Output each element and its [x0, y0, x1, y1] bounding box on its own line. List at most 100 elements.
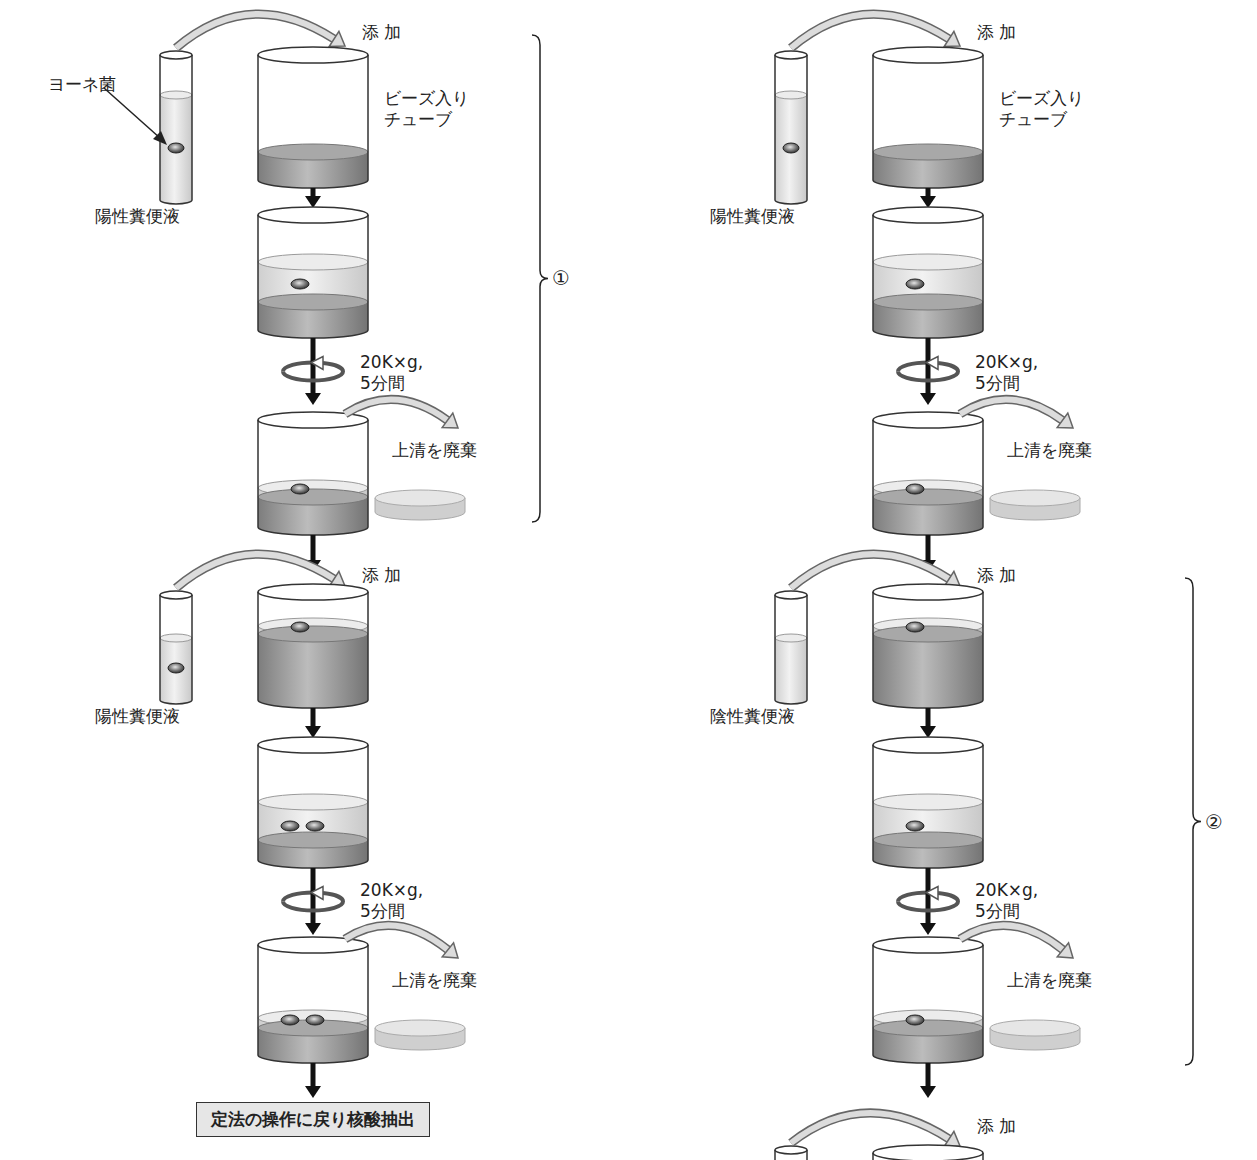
spin-ring-back — [898, 362, 930, 371]
liquid — [775, 638, 807, 704]
step-arrow-head — [920, 196, 936, 208]
beads-surface — [873, 1020, 983, 1036]
box-text: 定法の操作に戻り核酸抽出 — [211, 1109, 415, 1129]
flow-arrow-head — [1057, 943, 1073, 958]
beads-surface — [258, 144, 368, 160]
flow-arrow — [791, 554, 949, 588]
tube-rim — [160, 51, 192, 59]
flow-arrow-head — [442, 413, 458, 428]
step-label: 20K×g, 5分間 — [975, 352, 1047, 395]
step-arrow-head — [920, 1086, 936, 1098]
flow-arrow-head — [944, 31, 960, 46]
beads-surface — [873, 294, 983, 310]
step-label: 上清を廃棄 — [392, 440, 477, 461]
step-label: ヨーネ菌 — [48, 74, 116, 95]
flow-arrow — [960, 399, 1063, 420]
tube-mouth — [160, 51, 192, 59]
step-arrow-head — [305, 196, 321, 208]
spin-ring-head — [926, 887, 938, 900]
beads-surface — [873, 626, 983, 642]
tube-rim — [258, 737, 368, 753]
flow-arrow-outline — [345, 399, 448, 420]
flow-arrow-outline — [345, 925, 448, 950]
liquid-surface — [258, 254, 368, 270]
step-arrow — [311, 338, 316, 395]
tube-outline — [258, 55, 368, 188]
beads-surface — [258, 294, 368, 310]
process-box: 定法の操作に戻り核酸抽出 — [196, 1102, 430, 1137]
liquid-surface — [775, 91, 807, 99]
step-arrow — [926, 338, 931, 395]
liquid — [160, 638, 192, 704]
beads-surface — [258, 832, 368, 848]
liquid — [873, 262, 983, 338]
tube-mouth — [258, 47, 368, 63]
flow-arrow — [791, 14, 949, 48]
step-arrow — [311, 868, 316, 925]
bacterium — [306, 821, 324, 831]
spin-ring — [283, 893, 343, 911]
tube-mouth — [873, 584, 983, 600]
step-label: ビーズ入り チューブ — [384, 88, 480, 131]
step-label: 添 加 — [362, 22, 401, 43]
bacterium — [281, 821, 299, 831]
tube-outline — [873, 215, 983, 338]
tube-outline — [775, 55, 807, 204]
liquid-surface — [775, 634, 807, 642]
group-bracket — [532, 35, 548, 522]
tube-rim — [775, 51, 807, 59]
liquid — [258, 802, 368, 868]
tube-mouth — [873, 47, 983, 63]
spin-ring — [898, 893, 958, 911]
bacterium — [906, 1015, 924, 1025]
tube-rim — [873, 1145, 983, 1160]
liquid — [160, 95, 192, 204]
dish-top — [990, 1020, 1080, 1036]
liquid-surface — [160, 634, 192, 642]
tube-rim — [873, 207, 983, 223]
step-label: 20K×g, 5分間 — [975, 880, 1047, 923]
tube-rim — [775, 1146, 807, 1154]
flow-arrow-outline — [791, 554, 949, 588]
flow-arrow-head — [329, 31, 345, 46]
step-arrow-head — [305, 726, 321, 738]
step-arrow-head — [920, 726, 936, 738]
step-label: 陽性糞便液 — [710, 206, 795, 227]
bacterium — [306, 1015, 324, 1025]
bacterium — [783, 143, 799, 153]
spin-ring-head — [311, 887, 323, 900]
step-label: 添 加 — [977, 565, 1016, 586]
beads — [258, 634, 368, 708]
bacterium — [906, 821, 924, 831]
step-label: 添 加 — [977, 1116, 1016, 1137]
liquid-surface — [873, 794, 983, 810]
beads — [873, 634, 983, 708]
step-arrow-head — [305, 923, 321, 935]
liquid-surface — [258, 794, 368, 810]
step-arrow-head — [305, 1086, 321, 1098]
bacterium — [906, 622, 924, 632]
tube-outline — [873, 745, 983, 868]
tube-outline — [160, 595, 192, 704]
step-label: 上清を廃棄 — [392, 970, 477, 991]
step-arrow-head — [920, 393, 936, 405]
step-label: 上清を廃棄 — [1007, 440, 1092, 461]
spin-ring — [283, 363, 343, 381]
bacterium — [291, 279, 309, 289]
bacterium — [291, 484, 309, 494]
liquid — [873, 802, 983, 868]
tube-outline — [775, 1150, 807, 1160]
spin-ring-back — [283, 892, 315, 901]
liquid — [258, 626, 368, 708]
tube-rim — [873, 737, 983, 753]
step-label: 20K×g, 5分間 — [360, 880, 432, 923]
liquid-surface — [160, 91, 192, 99]
beads-surface — [258, 626, 368, 642]
spin-ring — [898, 363, 958, 381]
tube-mouth — [258, 737, 368, 753]
tube-mouth — [775, 51, 807, 59]
flow-arrow — [345, 399, 448, 420]
tube-rim — [258, 584, 368, 600]
spin-ring-back — [283, 362, 315, 371]
tube-outline — [258, 592, 368, 708]
